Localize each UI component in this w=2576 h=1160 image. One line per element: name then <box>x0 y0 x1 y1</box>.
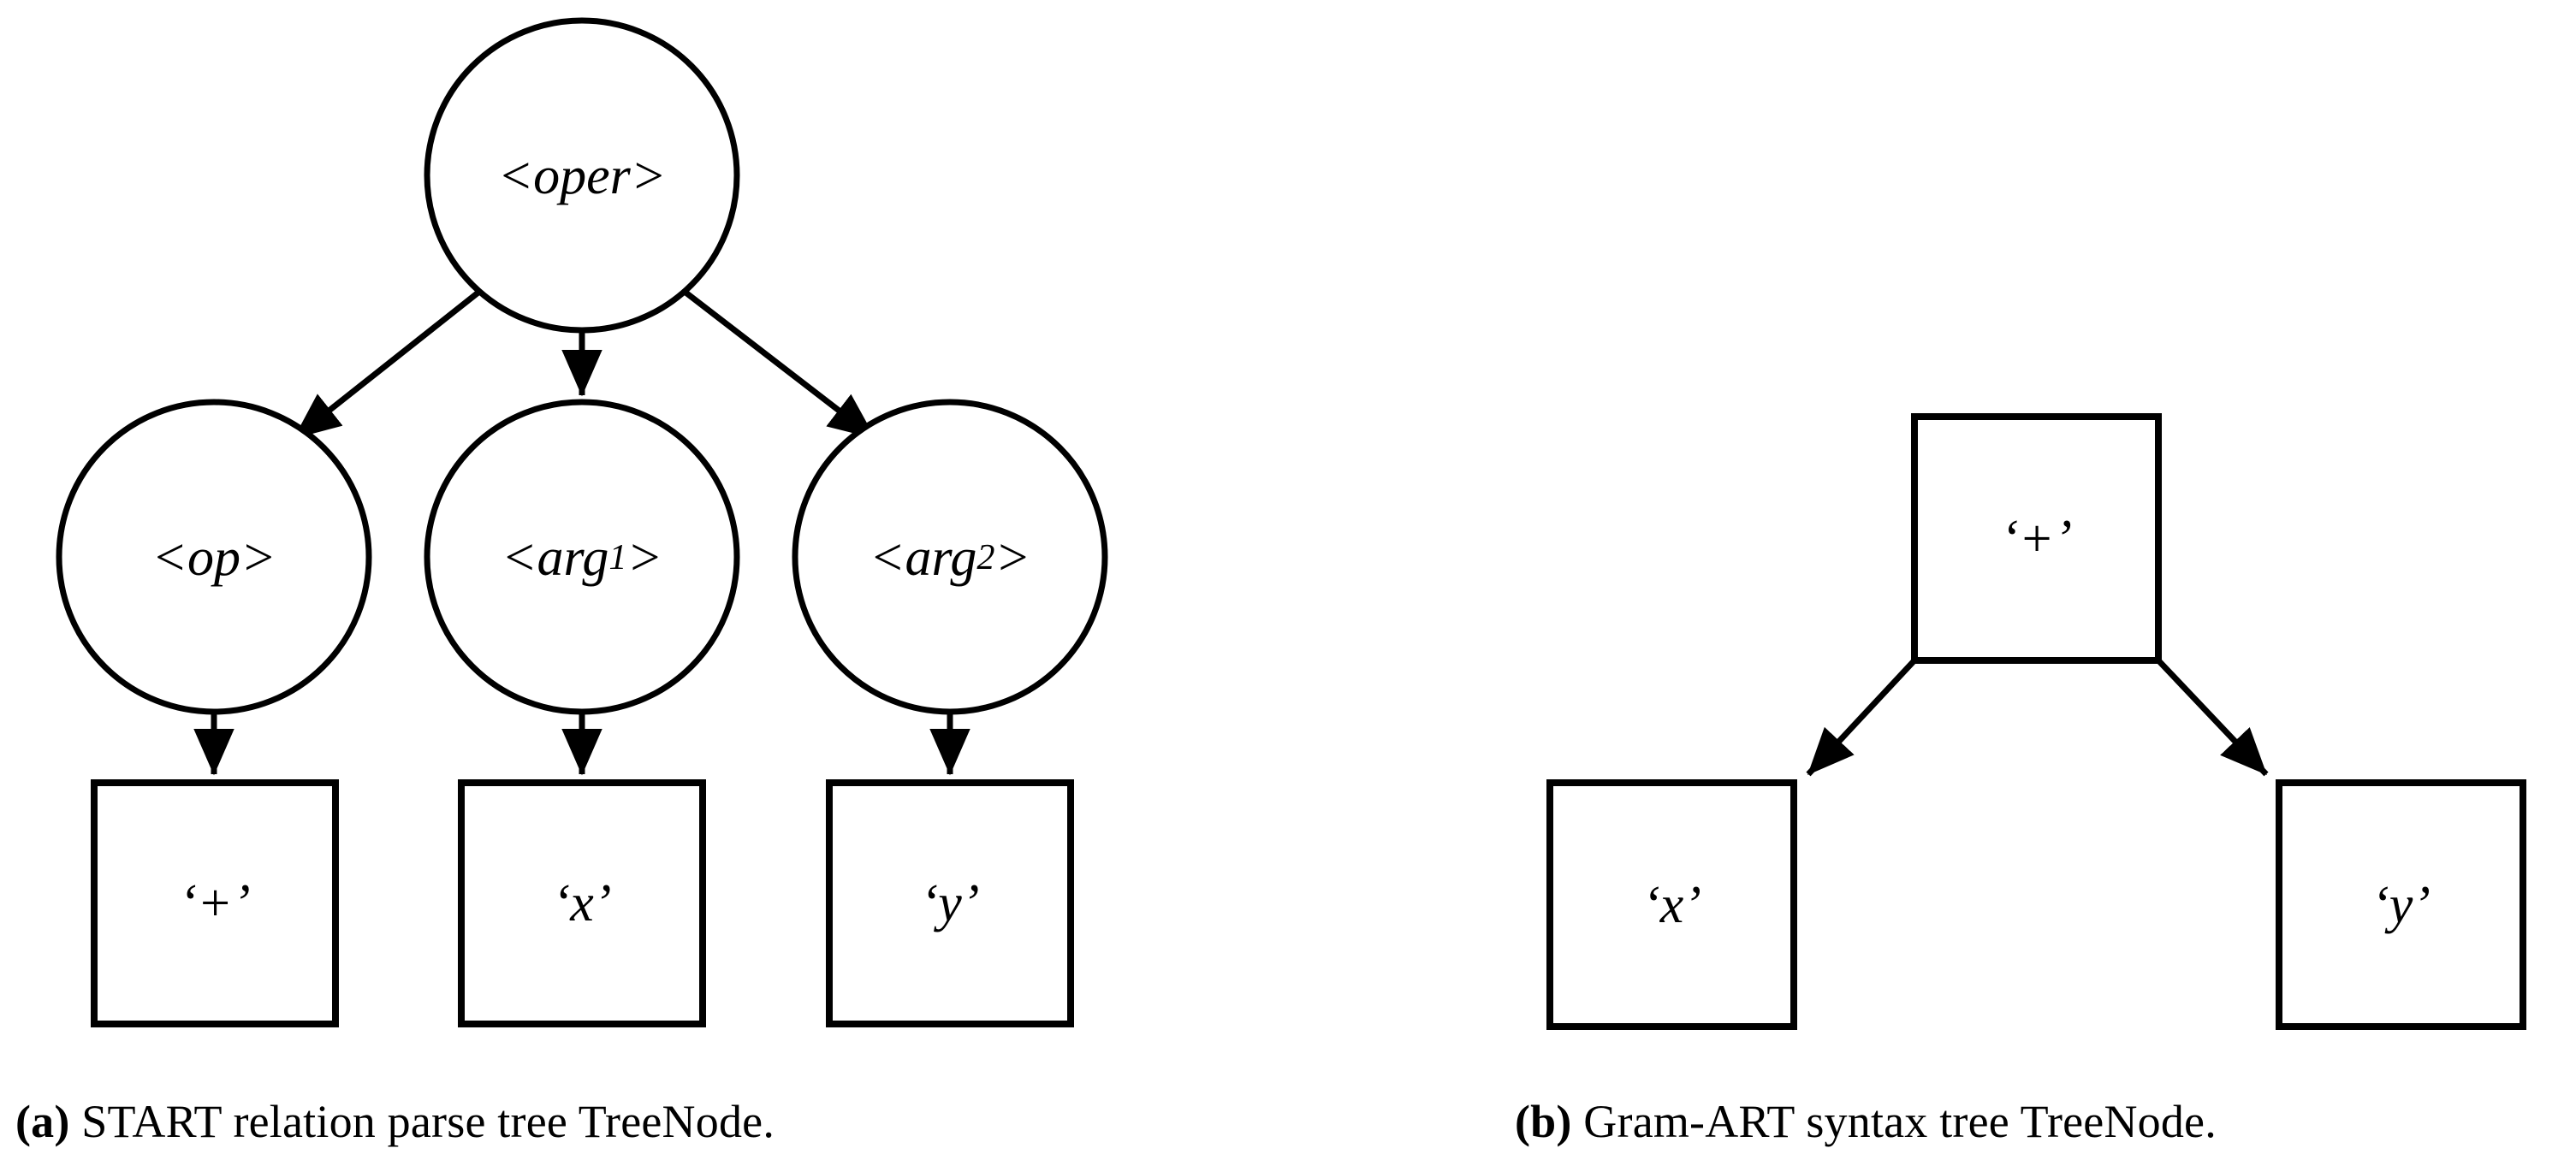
node-label-leaf-y: ‘y’ <box>2371 876 2431 934</box>
node-shape-leaf-x[interactable] <box>1546 779 1797 1030</box>
node-label-oper: <oper> <box>497 147 667 205</box>
edge-plus-to-leaf-y <box>2156 658 2269 777</box>
edge-plus-to-leaf-x <box>1806 658 1917 777</box>
node-label-arg1-close: > <box>626 529 663 587</box>
edge-oper-to-arg2 <box>682 289 877 441</box>
node-shape-arg1[interactable] <box>424 399 740 715</box>
node-label-leaf-plus: ‘+’ <box>179 874 251 932</box>
node-label-arg2-open: <arg <box>869 529 977 587</box>
node-label-leaf-x: ‘x’ <box>552 874 612 932</box>
node-label-leaf-y: ‘y’ <box>920 874 980 932</box>
edge-oper-to-op <box>292 289 482 441</box>
node-shape-op[interactable] <box>56 399 372 715</box>
node-label-op: <op> <box>151 529 276 587</box>
node-label-arg2-close: > <box>994 529 1031 587</box>
caption-panel-b-prefix: (b) <box>1515 1096 1572 1147</box>
node-shape-root-plus[interactable] <box>1911 413 2162 664</box>
node-shape-arg2[interactable] <box>792 399 1108 715</box>
panel-b-square-nodes <box>1546 413 2526 1030</box>
caption-panel-b-body: Gram-ART syntax tree TreeNode. <box>1571 1096 2217 1147</box>
node-label-arg1-open: <arg <box>501 529 609 587</box>
caption-panel-a-prefix: (a) <box>15 1096 70 1147</box>
panel-b-edges <box>1806 658 2269 777</box>
panel-a-square-nodes <box>91 779 1074 1027</box>
node-shape-leaf-y[interactable] <box>2276 779 2526 1030</box>
caption-panel-a: (a) START relation parse tree TreeNode. <box>15 1095 775 1148</box>
node-shape-leaf-y[interactable] <box>826 779 1074 1027</box>
panel-a-tree-graphics <box>56 17 1108 1027</box>
caption-panel-b: (b) Gram-ART syntax tree TreeNode. <box>1515 1095 2217 1148</box>
node-shape-leaf-plus[interactable] <box>91 779 339 1027</box>
node-label-leaf-x: ‘x’ <box>1642 876 1701 934</box>
caption-panel-a-body: START relation parse tree TreeNode. <box>69 1096 775 1147</box>
panel-b-gram-art-syntax-tree: ‘+’ ‘x’ ‘y’ (b) Gram-ART syntax tree Tre… <box>1241 0 2576 1160</box>
node-shape-oper[interactable] <box>424 17 740 334</box>
node-label-root-plus: ‘+’ <box>2000 510 2073 568</box>
panel-a-edges <box>193 289 970 776</box>
panel-b-tree-graphics <box>1546 413 2526 1030</box>
node-shape-leaf-x[interactable] <box>458 779 706 1027</box>
panel-a-circle-nodes <box>56 17 1108 715</box>
